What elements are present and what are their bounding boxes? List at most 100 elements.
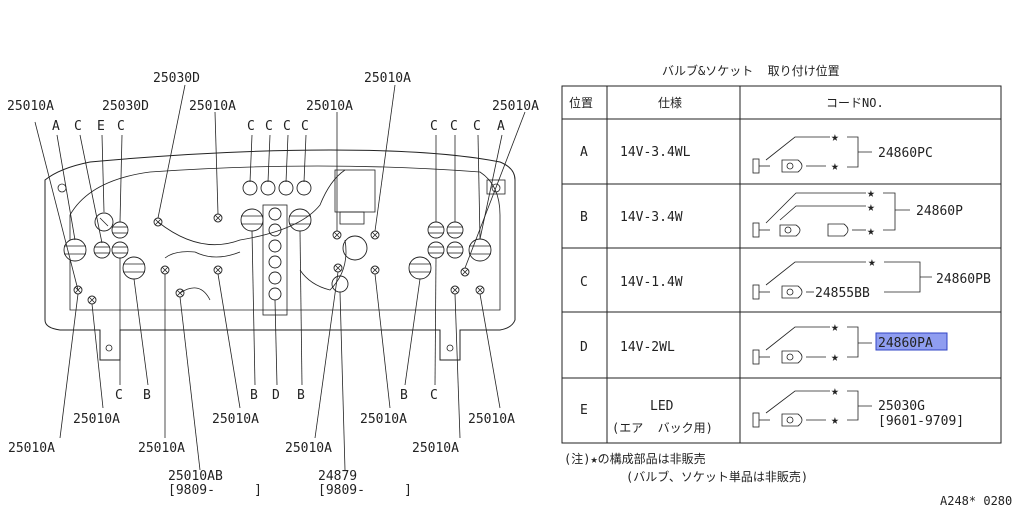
position-letter: B <box>250 388 258 403</box>
header-position: 位置 <box>569 95 593 110</box>
position-letter: C <box>430 119 438 134</box>
center-d-column <box>262 204 288 316</box>
table-row: B 14V-3.4W ★ ★ ★ 24860P <box>580 186 963 239</box>
mount-tab <box>486 179 506 195</box>
part-label: 24879 <box>318 469 357 484</box>
row-position: E <box>580 403 588 418</box>
header-code: コードNO. <box>826 96 884 110</box>
row-code: 25030G <box>878 399 925 414</box>
position-letter: C <box>473 119 481 134</box>
center-top-sockets <box>240 180 312 232</box>
part-label: 25030D <box>153 71 200 86</box>
row-position: B <box>580 210 588 225</box>
position-letter: C <box>117 119 125 134</box>
position-letter: C <box>430 388 438 403</box>
row-code-date: [9601-9709] <box>878 414 964 429</box>
bracket <box>847 326 872 358</box>
row-position: C <box>580 275 588 290</box>
row-code-highlighted: 24860PA <box>878 336 933 351</box>
bottom-part-labels: 25010A 25010A 25010A 25010A 25010A 25010… <box>8 412 515 498</box>
cluster-inner-face <box>69 165 501 311</box>
row-code: 24860P <box>916 204 963 219</box>
row-position: D <box>580 340 588 355</box>
part-date: [9809- ] <box>318 483 412 498</box>
top-part-labels: 25010A 25030D 25030D 25010A 25010A 25010… <box>7 71 539 114</box>
row-position: A <box>580 145 588 160</box>
row-code: 24855BB <box>815 286 870 301</box>
part-label: 25010A <box>212 412 259 427</box>
row-spec: 14V-3.4W <box>620 210 683 225</box>
star-icon: ★ <box>868 255 876 270</box>
part-label: 25010A <box>412 441 459 456</box>
part-label: 25010A <box>468 412 515 427</box>
star-icon: ★ <box>831 320 839 335</box>
row-spec: LED <box>650 399 674 414</box>
note-line: (バルブ、ソケット単品は非販売) <box>626 469 808 484</box>
star-icon: ★ <box>867 224 875 239</box>
position-letter: A <box>497 119 505 134</box>
bulb-socket-table: バルブ&ソケット 取り付け位置 位置 仕様 コードNO. A 14V-3.4WL… <box>561 63 1002 444</box>
header-spec: 仕様 <box>658 96 682 110</box>
row-code: 24860PC <box>878 146 933 161</box>
notes: (注)★の構成部品は非販売 (バルブ、ソケット単品は非販売) <box>564 451 808 484</box>
bracket <box>847 390 872 421</box>
leader-lines-bottom <box>59 230 501 471</box>
bulb-socket-icon <box>752 390 830 428</box>
star-icon: ★ <box>831 159 839 174</box>
bracket <box>884 261 932 293</box>
figure-code: A248* 0280 <box>940 494 1012 508</box>
position-letter: C <box>247 119 255 134</box>
mount-hole <box>105 344 113 352</box>
star-icon: ★ <box>831 413 839 428</box>
part-label: 25010A <box>492 99 539 114</box>
table-title: バルブ&ソケット 取り付け位置 <box>662 63 840 78</box>
position-letter: C <box>283 119 291 134</box>
position-letter: C <box>450 119 458 134</box>
position-letter: B <box>143 388 151 403</box>
mount-hole <box>446 344 454 352</box>
mount-hole <box>491 183 501 193</box>
position-letter: B <box>297 388 305 403</box>
bracket <box>847 136 872 168</box>
wiring <box>157 169 347 301</box>
search-highlight <box>875 332 948 351</box>
star-icon: ★ <box>867 200 875 215</box>
star-icon: ★ <box>867 186 875 201</box>
star-icon: ★ <box>831 350 839 365</box>
bulb-socket-icon <box>752 261 866 300</box>
position-letter: C <box>301 119 309 134</box>
part-label: 25010A <box>306 99 353 114</box>
position-letter: C <box>265 119 273 134</box>
row-spec-note: (エア バック用) <box>612 421 713 435</box>
part-label: 25010A <box>73 412 120 427</box>
part-label: 25010A <box>364 71 411 86</box>
part-label: 25010A <box>189 99 236 114</box>
star-icon: ★ <box>831 384 839 399</box>
star-icon: ★ <box>831 130 839 145</box>
cluster-drawing <box>34 84 526 471</box>
right-gauge-sockets <box>408 221 492 280</box>
part-label: 25010A <box>8 441 55 456</box>
position-letter: D <box>272 388 280 403</box>
bulb-socket-icon <box>752 136 830 174</box>
note-line: (注)★の構成部品は非販売 <box>564 451 706 466</box>
position-letter: A <box>52 119 60 134</box>
bulb-socket-icon <box>752 192 866 238</box>
row-spec: 14V-1.4W <box>620 275 683 290</box>
left-gauge-sockets <box>63 212 146 280</box>
table-row: A 14V-3.4WL ★ ★ 24860PC <box>580 130 933 174</box>
position-letter: B <box>400 388 408 403</box>
row-spec: 14V-2WL <box>620 340 675 355</box>
bracket <box>883 192 910 231</box>
part-label: 25010A <box>360 412 407 427</box>
leader-lines-top <box>34 84 526 291</box>
table-row: D 14V-2WL ★ ★ 24860PA <box>580 320 948 365</box>
position-letters: A C E C C C C C C C C A C B B D B B C <box>52 119 505 403</box>
table-frame <box>561 85 1002 444</box>
row-code: 24860PB <box>936 272 991 287</box>
part-label: 25010A <box>7 99 54 114</box>
position-letter: C <box>74 119 82 134</box>
table-row: C 14V-1.4W ★ 24855BB 24860PB <box>580 255 991 301</box>
position-letter: E <box>97 119 105 134</box>
part-label: 25030D <box>102 99 149 114</box>
